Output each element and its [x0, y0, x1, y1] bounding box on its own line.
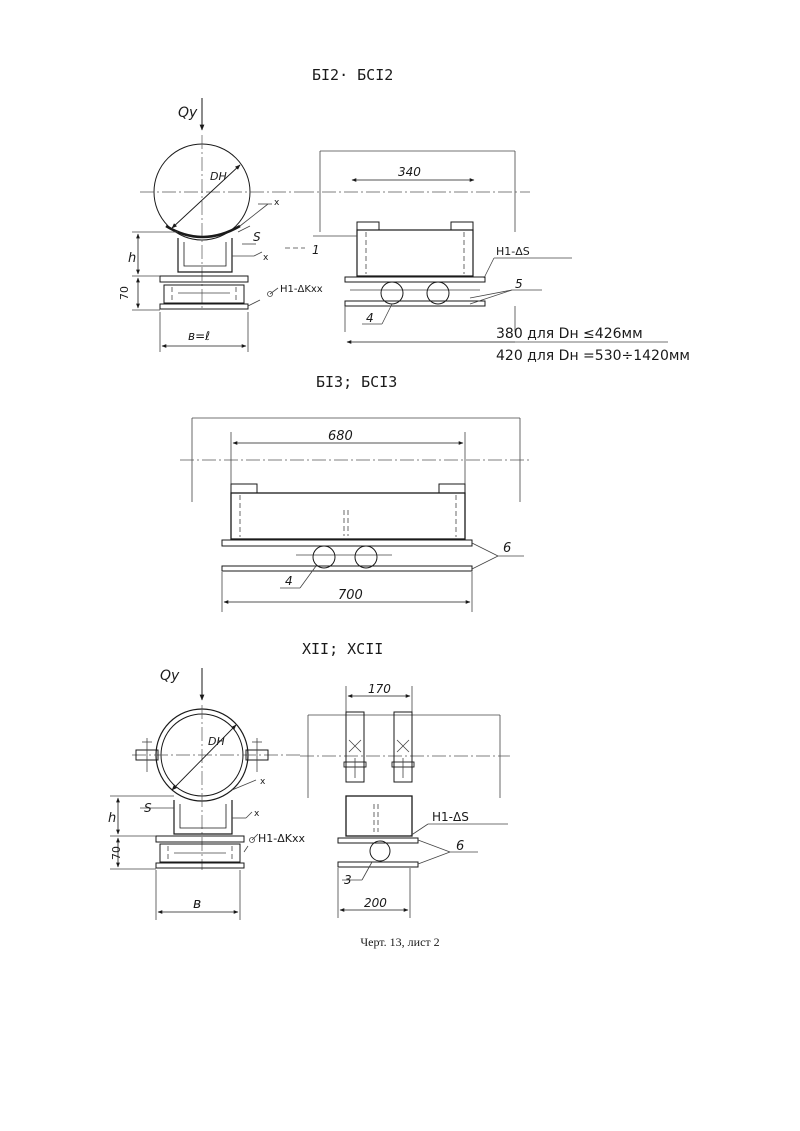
- drawing-caption: Черт. 13, лист 2: [360, 935, 439, 949]
- callout-4-bi3: 4: [285, 574, 293, 588]
- dim-680-label: 680: [328, 429, 353, 444]
- section-bi3: БІЗ; БСІЗ 680 6 4 700: [180, 373, 532, 612]
- diameter-label-xii: DН: [208, 735, 225, 748]
- pipe-front-view-xii: DН x x S h 70 H1-ΔKxx: [108, 705, 305, 920]
- dim-200-label: 200: [364, 896, 387, 910]
- dim-70-label: 70: [118, 286, 131, 300]
- dim-70-label-xii: 70: [110, 846, 123, 860]
- callout-3: 3: [344, 873, 352, 887]
- callout-5: 5: [515, 277, 523, 291]
- dim-b-label: в=ℓ: [188, 329, 210, 343]
- section-xii: ХІІ; ХСІІ Qу DН x x S: [108, 640, 510, 920]
- pipe-side-view-xii: 170 H1-ΔS: [300, 682, 510, 918]
- weld-s-label: H1-ΔS: [496, 245, 530, 258]
- load-arrow-xii: Qу: [160, 668, 205, 701]
- load-arrow: Qу: [178, 98, 205, 131]
- section-bi2: БІ2· БСІ2 Qу DН x x S: [118, 66, 690, 364]
- mark-x-mid: x: [263, 253, 269, 263]
- load-label: Qу: [178, 105, 198, 121]
- dim-s-label-xii: S: [144, 801, 152, 815]
- dim-170-label: 170: [368, 682, 391, 696]
- note-line-2: 420 для Dн =530÷1420мм: [496, 348, 690, 364]
- weld-k-label-xii: H1-ΔKxx: [258, 832, 305, 845]
- diameter-label: DН: [210, 170, 227, 183]
- dim-b-label-xii: в: [193, 896, 201, 912]
- section-xii-title: ХІІ; ХСІІ: [302, 640, 383, 658]
- pipe-front-view: DН x x S h: [118, 135, 323, 352]
- dim-340-label: 340: [398, 165, 421, 179]
- dim-h-label: h: [128, 251, 136, 266]
- section-bi3-title: БІЗ; БСІЗ: [316, 373, 397, 391]
- dim-h-label-xii: h: [108, 811, 116, 826]
- section-bi2-title: БІ2· БСІ2: [312, 66, 393, 84]
- mark-x-top: x: [274, 198, 280, 208]
- pipe-side-view: 340 1 H1-ΔS 5: [285, 150, 690, 364]
- callout-6-bi3: 6: [503, 541, 511, 556]
- callout-1: 1: [312, 243, 320, 257]
- weld-s-label-xii: H1-ΔS: [432, 810, 469, 824]
- mark-x-top-xii: x: [260, 777, 266, 787]
- load-label-xii: Qу: [160, 668, 180, 684]
- mark-x-mid-xii: x: [254, 809, 260, 819]
- weld-k-label: H1-ΔKxx: [280, 284, 323, 295]
- callout-6-xii: 6: [456, 839, 464, 854]
- dim-700-label: 700: [338, 588, 363, 603]
- dim-s-label: S: [253, 230, 261, 244]
- callout-4: 4: [366, 311, 374, 325]
- note-line-1: 380 для Dн ≤426мм: [496, 326, 643, 342]
